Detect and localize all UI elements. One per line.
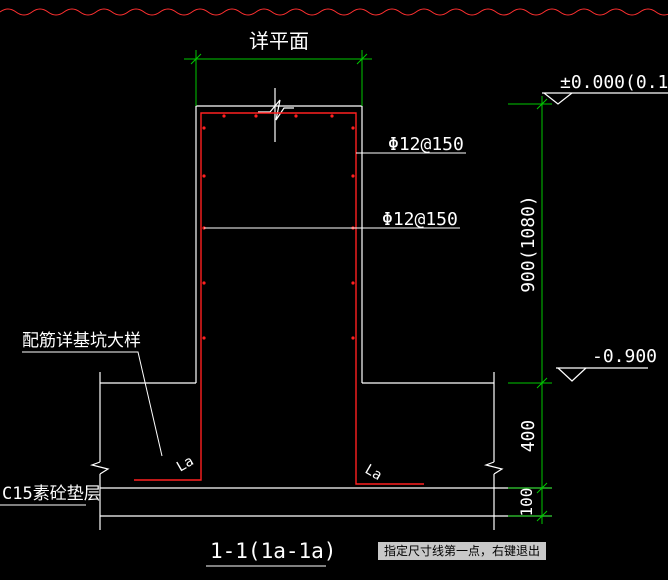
rebar-label-2: Φ12@150 (382, 209, 458, 230)
top-break-line (0, 8, 668, 16)
section-title: 1-1(1a-1a) (210, 539, 336, 563)
top-dimension-label: 详平面 (249, 29, 309, 53)
rebar-dots (202, 114, 355, 340)
left-note: 配筋详基坑大样 (22, 331, 141, 351)
vertical-dim-lower: 400 (518, 420, 539, 453)
wall-outline (89, 88, 552, 530)
vertical-dim-upper: 900(1080) (518, 195, 539, 293)
elevation-top-label: ±0.000(0.180 (560, 72, 668, 93)
leaders (0, 152, 466, 567)
anchor-label-left: La (174, 453, 197, 475)
dimensions (184, 50, 552, 524)
rebar-cage (134, 112, 424, 485)
rebar-label-1: Φ12@150 (388, 134, 464, 155)
elevation-markers (542, 92, 668, 382)
anchor-label-right: La (362, 462, 385, 484)
elevation-mid-label: -0.900 (592, 346, 657, 367)
cushion-label: C15素砼垫层 (2, 484, 101, 504)
command-prompt-tooltip: 指定尺寸线第一点，右键退出 (378, 542, 547, 560)
vertical-dim-bottom: 100 (517, 488, 536, 517)
